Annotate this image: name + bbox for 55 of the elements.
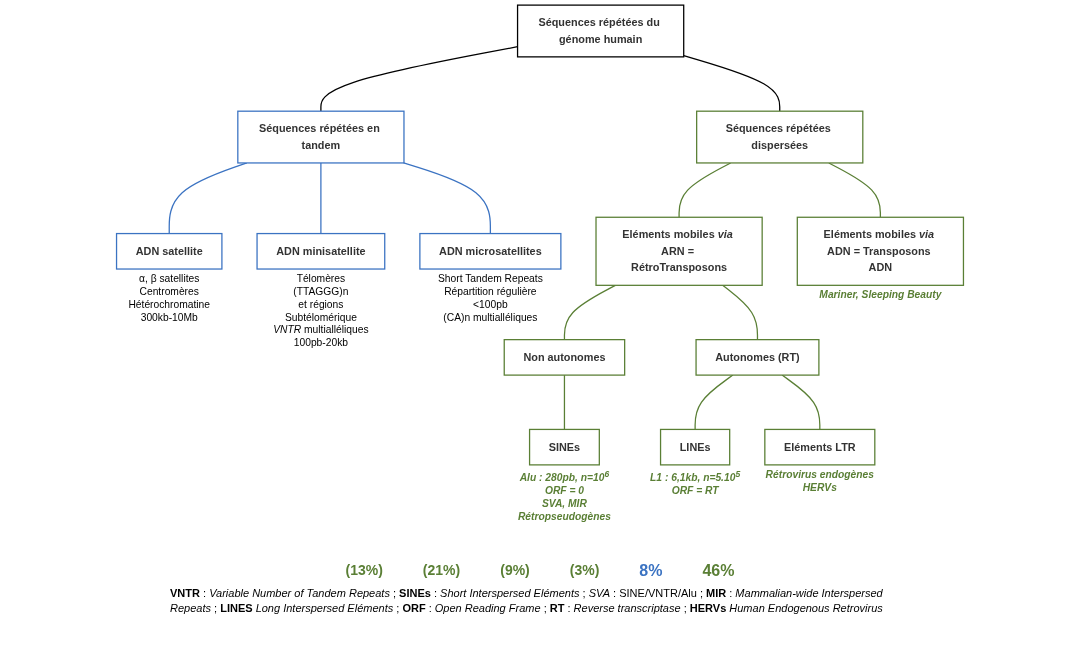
connector bbox=[563, 284, 616, 341]
node-label: (TTAGGG)n bbox=[293, 285, 349, 297]
node-box: SINEs bbox=[528, 428, 600, 466]
annotation-text: Mariner, Sleeping Beauty bbox=[819, 289, 942, 303]
node-label: Répartition régulière bbox=[444, 285, 537, 297]
node-label: Alu : 280pb, n=10$^{6}$ bbox=[519, 468, 610, 484]
connector bbox=[320, 162, 322, 235]
node-label: Hétérochromatine bbox=[128, 298, 211, 310]
annotation-text: Short Tandem Repeats Répartition régulière <100pb (CA)n multialléliques bbox=[437, 273, 543, 325]
node-label: ORF = 0 bbox=[544, 485, 584, 497]
node-label: (CA)n multialléliques bbox=[443, 311, 538, 323]
node-label: Short Tandem Repeats bbox=[437, 273, 543, 285]
percentage-label: (3%) bbox=[569, 562, 600, 580]
annotation-text: Télomères (TTAGGG)n et régions Subtélomérique VNTR multialléliques 100pb-20kb bbox=[273, 273, 369, 351]
node-box: Séquences répétées en tandem bbox=[237, 110, 405, 164]
node-label: SVA, MIR bbox=[541, 497, 587, 509]
connector bbox=[563, 374, 566, 431]
connector bbox=[828, 162, 881, 218]
node-box: ADN microsatellites bbox=[419, 232, 562, 270]
annotation-text: Rétrovirus endogènes HERVs bbox=[765, 468, 874, 495]
connector bbox=[683, 54, 781, 112]
percentage-label: (13%) bbox=[345, 562, 383, 580]
node-box: ADN minisatellite bbox=[256, 232, 386, 270]
footnote: VNTR : Variable Number of Tandem Repeats ; SINEs : Short Interspersed Eléments ; SVA : SINE/VNTR/Alu ; MIR : Mammalian-wide Interspersed Repeats ; LINES Long Interspersed Eléments ; ORF : Open Reading Frame ; RT : Reverse transcriptase ; HERVs Human Endogenous Retrovirus bbox=[170, 586, 884, 616]
connector bbox=[694, 374, 734, 431]
node-box: Eléments mobiles via ADN = Transposons ADN bbox=[796, 216, 965, 286]
percentage-label: 46% bbox=[702, 562, 735, 580]
node-label: <100pb bbox=[473, 298, 508, 310]
node-box: Eléments LTR bbox=[764, 428, 876, 466]
percentage-label: (9%) bbox=[500, 562, 530, 580]
node-box: Non autonomes bbox=[503, 339, 626, 376]
node-box: ADN satellite bbox=[115, 232, 223, 270]
node-label: 100pb-20kb bbox=[293, 337, 349, 349]
connector bbox=[781, 374, 821, 431]
node-box: Séquences répétées dispersées bbox=[696, 110, 864, 164]
connector bbox=[402, 162, 491, 235]
node-label: Rétropseudogènes bbox=[517, 510, 611, 522]
node-label: 300kb-10Mb bbox=[140, 311, 198, 323]
node-box: LINEs bbox=[659, 428, 731, 466]
node-label: Centromères bbox=[139, 285, 199, 297]
node-box: Autonomes (RT) bbox=[695, 339, 820, 376]
percentage-label: (21%) bbox=[422, 562, 461, 580]
node-label: α, β satellites bbox=[139, 273, 200, 285]
percentage-label: 8% bbox=[639, 562, 663, 580]
node-label: Subtélomérique bbox=[284, 311, 357, 323]
node-label: et régions bbox=[298, 298, 344, 310]
annotation-text: α, β satellites Centromères Hétérochromatine 300kb-10Mb bbox=[128, 273, 210, 325]
node-box: Séquences répétées du génome humain bbox=[516, 4, 685, 58]
annotation-text: Alu : 280pb, n=10$^{6}$ ORF = 0 SVA, MIR Rétropseudogènes bbox=[517, 468, 611, 524]
annotation-text: L1 : 6,1kb, n=5.10$^{5}$ ORF = RT bbox=[650, 468, 741, 498]
node-box: Eléments mobiles via ARN = RétroTransposons bbox=[595, 216, 763, 286]
connector bbox=[678, 162, 732, 218]
connector bbox=[722, 284, 759, 341]
node-label: Télomères bbox=[296, 273, 346, 285]
node-label: VNTR multialléliques bbox=[273, 324, 369, 336]
